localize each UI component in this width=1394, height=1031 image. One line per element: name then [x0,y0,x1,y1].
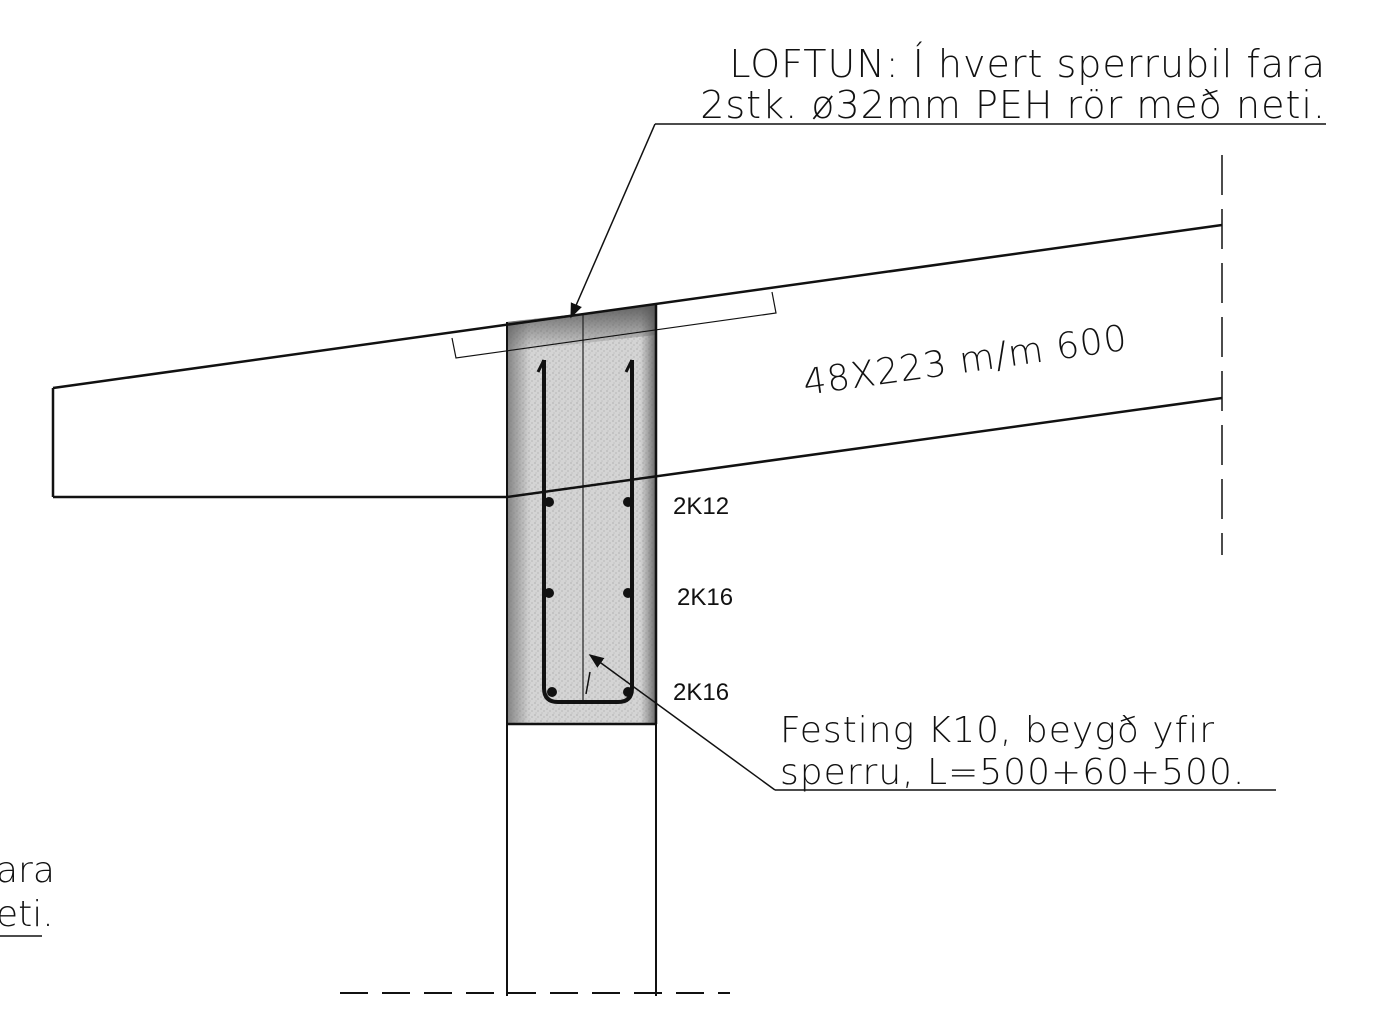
rebar-label-bottom: 2K16 [673,679,729,706]
concrete-right-shade [640,305,656,724]
festing-text-line2: sperru, L=500+60+500. [780,752,1245,793]
rebar-dot-icon [544,497,554,507]
rebar-dot-icon [623,497,633,507]
ventilation-pipe-outline [451,291,777,359]
rebar-strap-left-tip [536,359,546,373]
rafter-top-edge [52,223,1223,390]
loftun-text-line2: 2stk. ø32mm PEH rör með neti. [700,83,1326,127]
rafter-dimension-label: 48X223 m/m 600 [801,318,1131,404]
roof-rafter [51,155,1223,555]
rebar-bars [544,497,633,697]
concrete-left-shade [507,319,530,724]
rebar-strap-right-tip [624,359,634,373]
leader-lines [0,123,1326,937]
loftun-text-line1: LOFTUN: Í hvert sperrubil fara [729,42,1326,86]
rafter-bottom-edge [506,396,1223,499]
left-cut-text-line1: ara [0,850,55,891]
loftun-leader [570,123,656,319]
rebar-dot-icon [544,588,554,598]
left-cut-text-line2: eti. [0,894,54,935]
concrete-top-shade [507,305,656,352]
rebar-dot-icon [623,687,633,697]
rebar-dot-icon [623,588,633,598]
rebar-label-middle: 2K16 [677,584,733,611]
rebar-label-top: 2K12 [673,493,729,520]
festing-leader [588,654,776,791]
rebar-dot-icon [547,687,557,697]
festing-text-line1: Festing K10, beygð yfir [780,710,1215,751]
wall-column [340,724,730,996]
festing-tick [585,671,591,695]
